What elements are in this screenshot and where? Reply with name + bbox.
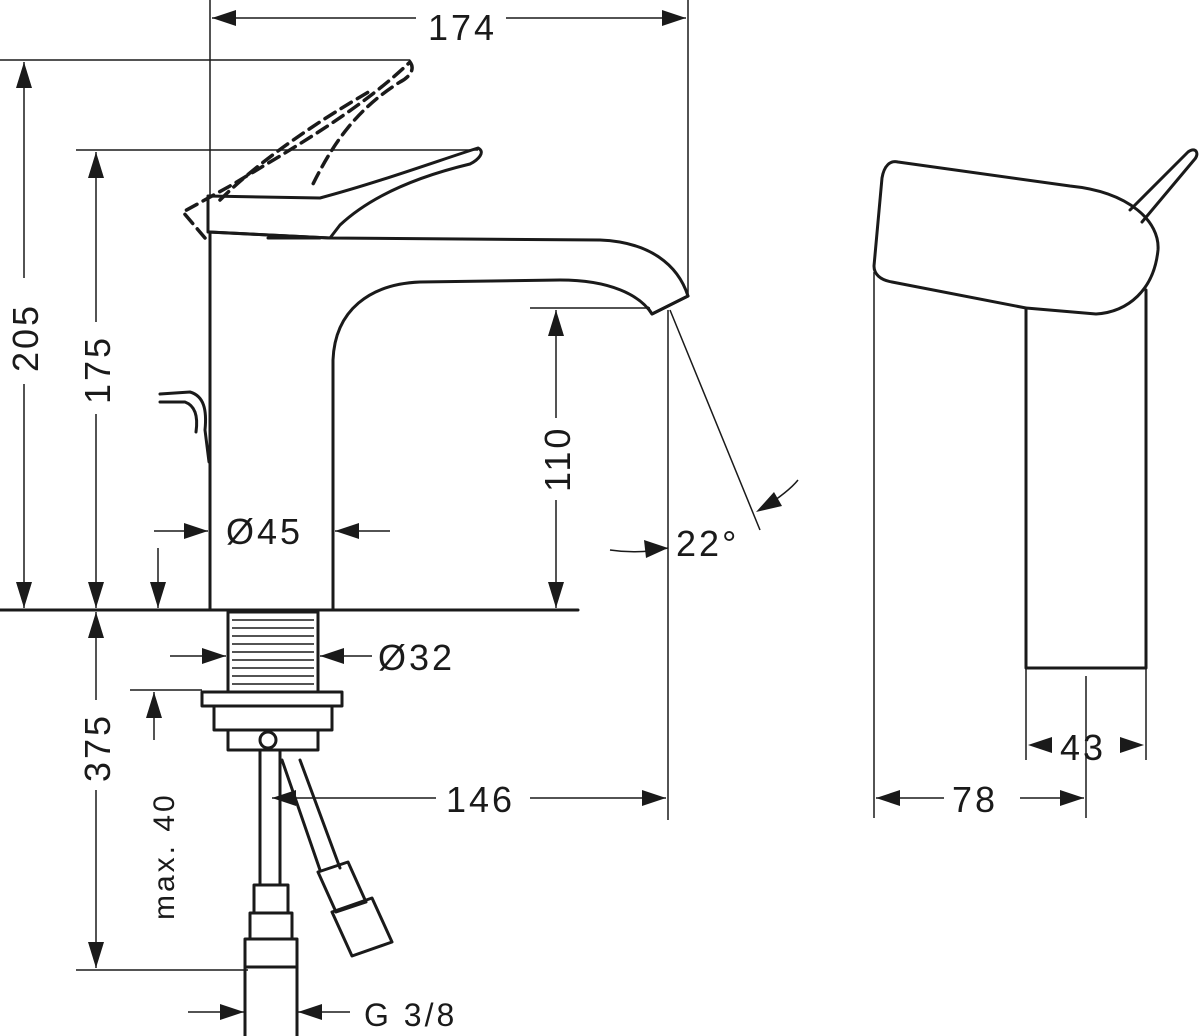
- lever-handle-raised-inner: [218, 88, 374, 202]
- nut-screw: [258, 730, 278, 750]
- mounting-nut: [212, 704, 334, 732]
- front-view-body: [1024, 288, 1148, 670]
- supply-hoses: [243, 748, 394, 1036]
- faucet-front-view: [872, 148, 1199, 818]
- dim-43-label: 43: [1060, 727, 1106, 768]
- dim-205-label: 205: [5, 303, 46, 372]
- dim-dia32-label: Ø32: [378, 637, 455, 678]
- front-view-lever: [1128, 148, 1199, 224]
- dim-angle-label: 22°: [676, 523, 739, 564]
- hose-straight: [258, 748, 282, 887]
- dim-174-label: 174: [428, 7, 497, 48]
- dim-78-label: 78: [952, 779, 998, 820]
- faucet-body-outline: [208, 230, 690, 612]
- dimension-labels: 174 205 175 110 22° Ø45 Ø32 375 max. 40 …: [5, 7, 1106, 1033]
- dim-175-label: 175: [77, 335, 118, 404]
- dim-g38-label: G 3/8: [364, 997, 457, 1033]
- lever-handle-raised: [180, 59, 414, 240]
- dim-146-label: 146: [446, 779, 515, 820]
- shank-threads: [232, 619, 314, 685]
- dim-max40-label: max. 40: [148, 792, 181, 920]
- dimension-lines: [0, 0, 799, 1020]
- hose-angled-fitting: [316, 860, 394, 958]
- hose-fitting-mid: [248, 911, 294, 941]
- washer: [200, 690, 344, 708]
- popup-rod: [158, 390, 211, 464]
- threaded-shank: [200, 610, 344, 752]
- faucet-side-view: [0, 59, 690, 612]
- hose-fitting-nut: [243, 937, 299, 969]
- angle-line: [669, 309, 761, 531]
- spout-tip: [646, 294, 690, 316]
- hose-fitting-upper: [252, 883, 290, 915]
- dim-375-label: 375: [77, 713, 118, 782]
- dim-dia45-label: Ø45: [226, 511, 303, 552]
- hose-angled: [280, 758, 342, 872]
- front-view-head: [872, 160, 1160, 316]
- lever-handle: [206, 146, 483, 240]
- dim-110-label: 110: [537, 426, 578, 492]
- nut-lower: [226, 728, 320, 752]
